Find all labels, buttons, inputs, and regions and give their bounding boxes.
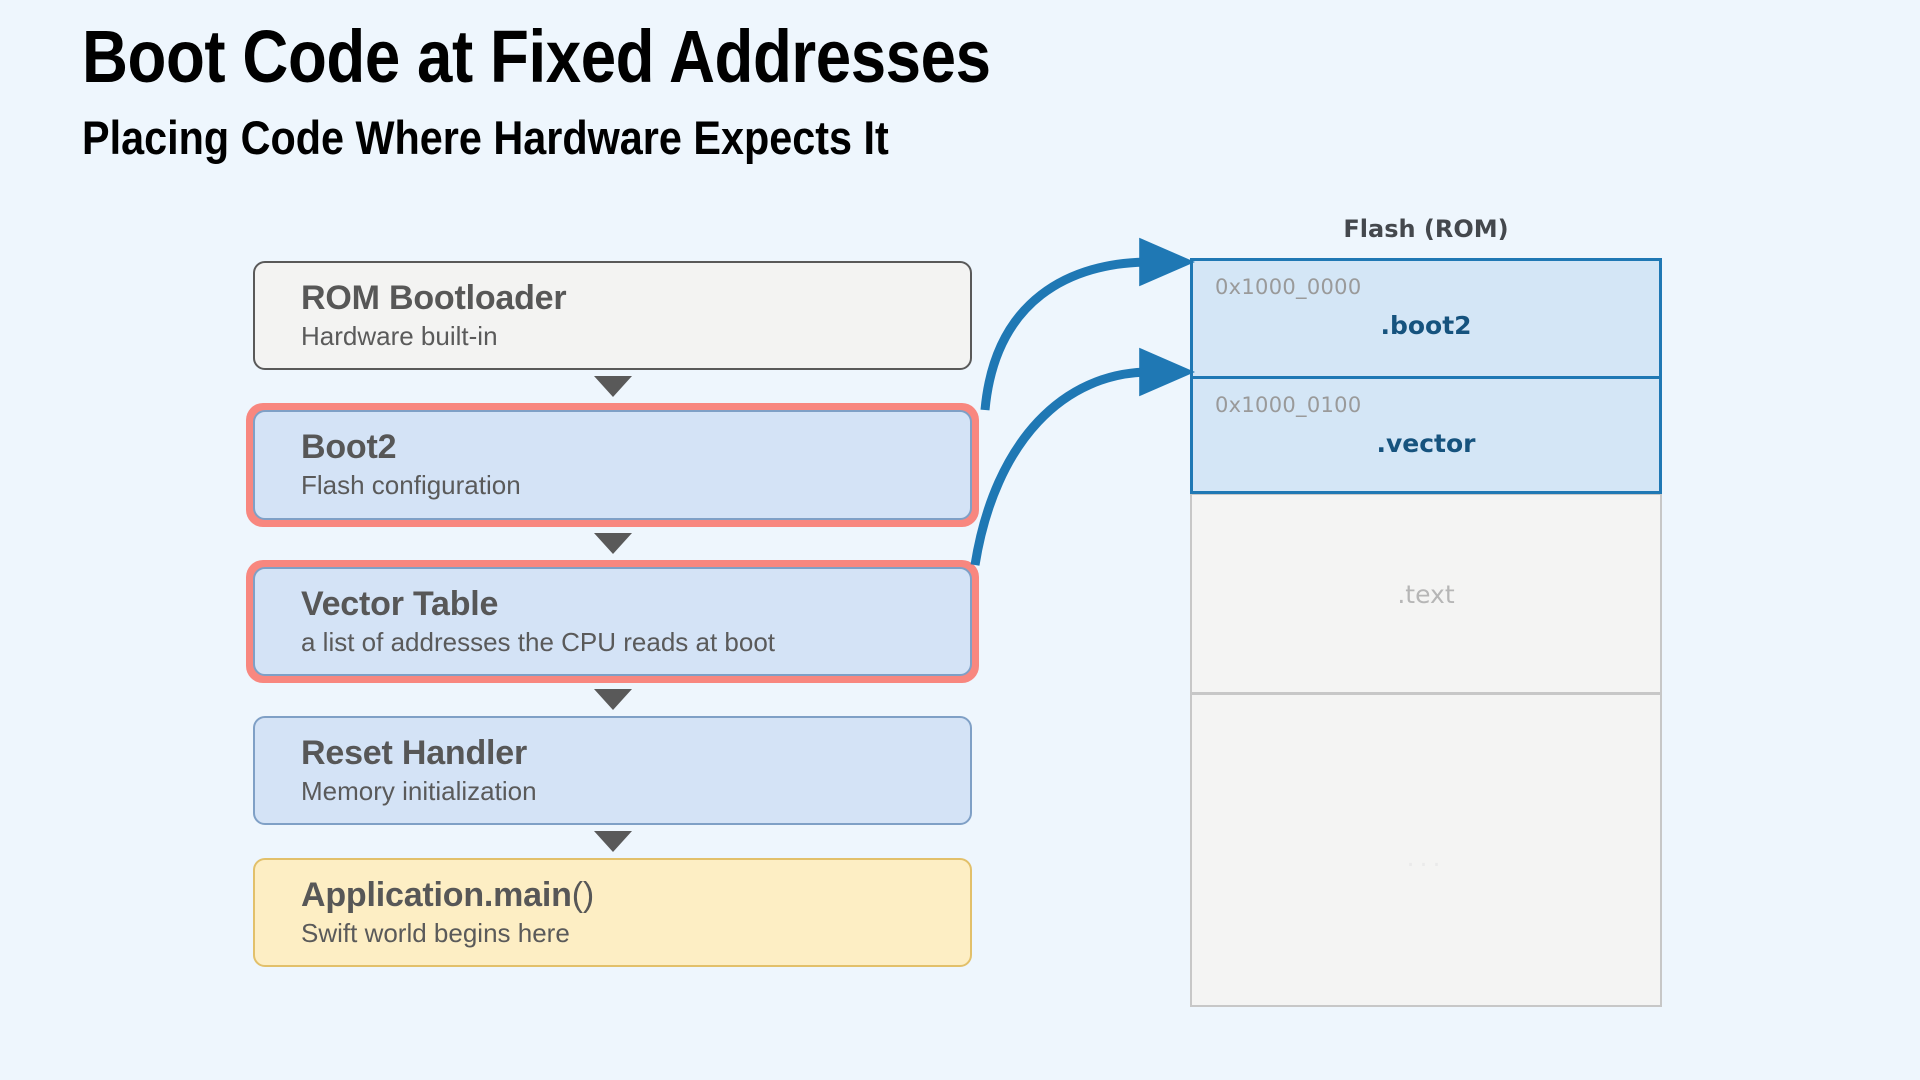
- flow-title: Application.main(): [301, 876, 970, 914]
- memory-block-name: .boot2: [1380, 311, 1472, 340]
- connector-arrow-boot2-to-flash: [980, 237, 1195, 411]
- memory-block-address: 0x1000_0100: [1215, 393, 1362, 417]
- memory-block-text[interactable]: .text: [1190, 494, 1662, 694]
- memory-block-boot2[interactable]: 0x1000_0000 .boot2: [1190, 258, 1662, 376]
- memory-block-address: 0x1000_0000: [1215, 275, 1362, 299]
- page-title: Boot Code at Fixed Addresses: [82, 15, 991, 98]
- down-triangle-icon: [593, 532, 632, 554]
- memory-block-name: .text: [1397, 580, 1455, 609]
- memory-block-vector[interactable]: 0x1000_0100 .vector: [1190, 376, 1662, 494]
- down-triangle-icon: [593, 688, 632, 710]
- flow-title: Reset Handler: [301, 733, 528, 772]
- memory-block-name: ...: [1406, 843, 1446, 872]
- highlight-ring-vector-table: Vector Table a list of addresses the CPU…: [246, 559, 979, 683]
- slide-header: Boot Code at Fixed Addresses Placing Cod…: [82, 18, 1138, 163]
- memory-map-label: Flash (ROM): [1343, 215, 1509, 243]
- boot-flow-column: ROM Bootloader Hardware built-in Boot2 F…: [246, 261, 979, 968]
- flow-title: Boot2: [301, 428, 397, 467]
- flow-box-vector-table[interactable]: Vector Table a list of addresses the CPU…: [253, 566, 972, 676]
- flow-title-parens: (): [571, 876, 594, 915]
- flow-step-vector-table: Vector Table a list of addresses the CPU…: [246, 559, 979, 683]
- flow-box-reset-handler[interactable]: Reset Handler Memory initialization: [253, 715, 972, 826]
- flow-box-rom-bootloader[interactable]: ROM Bootloader Hardware built-in: [253, 261, 972, 371]
- memory-block-rest[interactable]: ...: [1190, 694, 1662, 1007]
- flow-subtitle: Swift world begins here: [301, 918, 570, 949]
- down-triangle-icon: [593, 831, 632, 853]
- flow-title-text: Application.main: [301, 876, 572, 915]
- flow-title: ROM Bootloader: [301, 279, 567, 317]
- flow-box-boot2[interactable]: Boot2 Flash configuration: [253, 410, 972, 520]
- connector-arrow-vector-to-flash: [970, 347, 1195, 566]
- flow-box-application-main[interactable]: Application.main() Swift world begins he…: [253, 858, 972, 968]
- flow-subtitle: Flash configuration: [301, 470, 521, 501]
- page-subtitle: Placing Code Where Hardware Expects It: [82, 110, 889, 164]
- memory-map-panel: 0x1000_0000 .boot2 0x1000_0100 .vector .…: [1190, 258, 1662, 1007]
- flow-step-reset-handler: Reset Handler Memory initialization: [253, 715, 972, 826]
- flow-step-application-main: Application.main() Swift world begins he…: [253, 858, 972, 968]
- memory-block-name: .vector: [1376, 429, 1476, 458]
- flow-step-rom-bootloader: ROM Bootloader Hardware built-in: [253, 261, 972, 371]
- flow-subtitle: a list of addresses the CPU reads at boo…: [301, 626, 776, 657]
- flow-title: Vector Table: [301, 584, 499, 623]
- highlight-ring-boot2: Boot2 Flash configuration: [246, 403, 979, 527]
- flow-subtitle: Hardware built-in: [301, 321, 498, 352]
- down-triangle-icon: [593, 376, 632, 398]
- flow-subtitle: Memory initialization: [301, 775, 537, 806]
- flow-step-boot2: Boot2 Flash configuration: [246, 403, 979, 527]
